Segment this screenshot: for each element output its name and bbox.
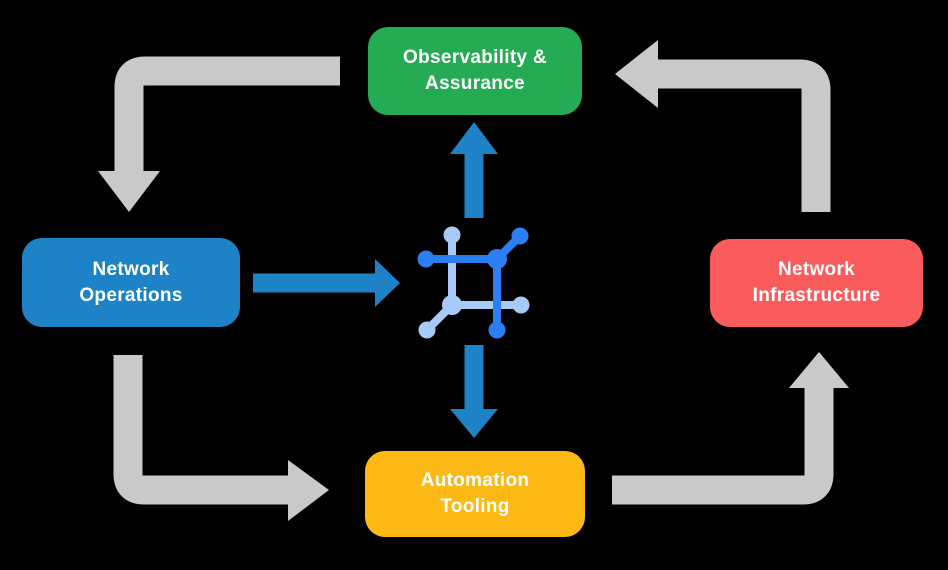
node-label: Automation Tooling <box>420 470 530 517</box>
arrow-operations-to-hub <box>253 259 400 307</box>
node-network-infrastructure: Network Infrastructure <box>710 239 923 327</box>
node-label: Observability & Assurance <box>403 47 547 94</box>
node-automation-tooling: Automation Tooling <box>365 451 585 537</box>
arrow-operations-to-automation <box>113 355 329 521</box>
node-network-operations: Network Operations <box>22 238 240 327</box>
node-observability-assurance: Observability & Assurance <box>368 27 582 115</box>
arrow-observability-to-operations <box>98 56 340 212</box>
arrow-hub-to-observability <box>450 122 498 218</box>
network-mesh-icon <box>417 226 530 339</box>
arrow-infrastructure-to-observability <box>615 40 831 212</box>
arrow-automation-to-infrastructure <box>612 352 849 505</box>
node-label: Network Infrastructure <box>752 259 881 306</box>
arrow-hub-to-automation <box>450 345 498 438</box>
node-label: Network Operations <box>79 258 183 306</box>
